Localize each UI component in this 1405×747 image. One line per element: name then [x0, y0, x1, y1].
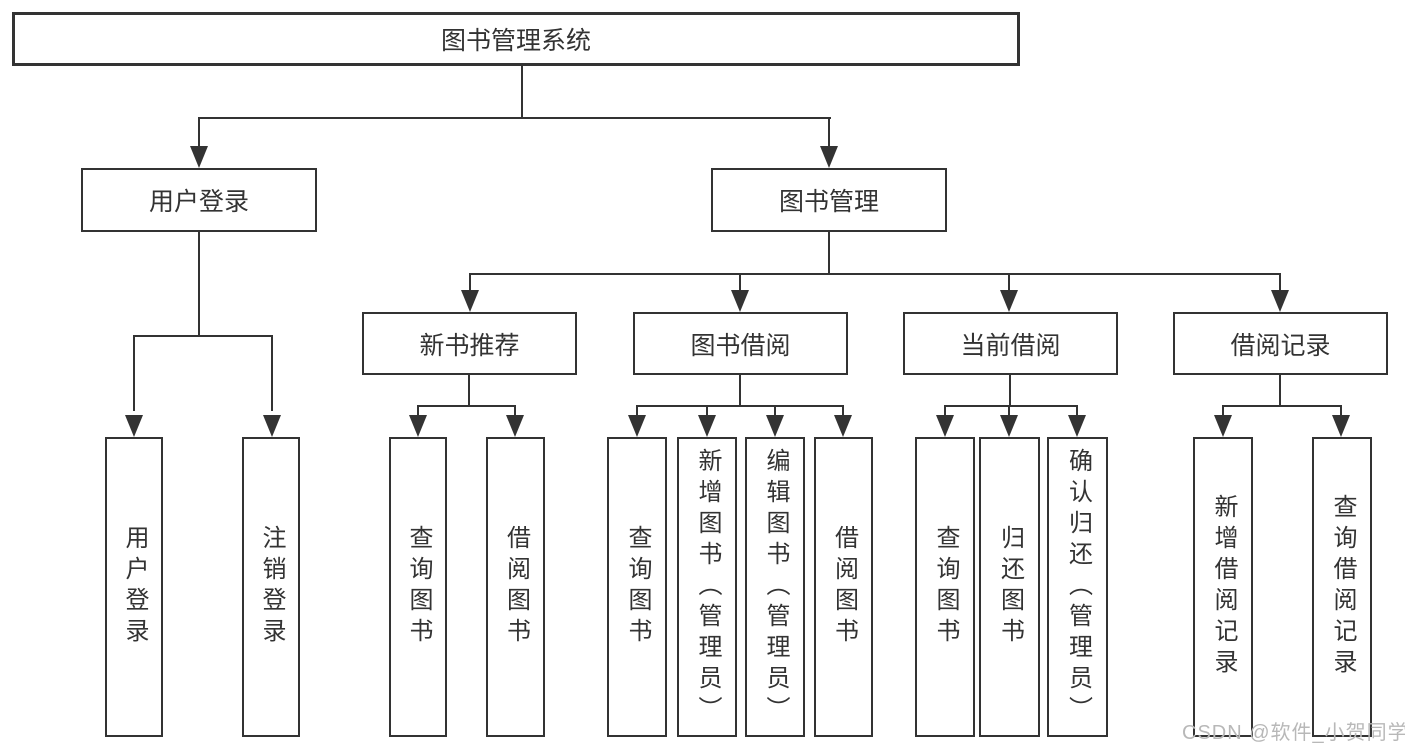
connector-line — [133, 335, 273, 337]
connector-line — [1279, 273, 1281, 295]
leaf-borrow-books: 借阅图书 — [814, 437, 873, 737]
connector-line — [198, 117, 831, 119]
connector-line — [1279, 375, 1281, 407]
connector-line — [828, 232, 830, 275]
node-label: 归还图书 — [996, 525, 1024, 649]
leaf-query-borrow-record: 查询借阅记录 — [1312, 437, 1372, 737]
arrow-down-icon — [834, 415, 852, 437]
leaf-logout-login: 注销登录 — [242, 437, 300, 737]
arrow-down-icon — [936, 415, 954, 437]
arrow-down-icon — [1214, 415, 1232, 437]
node-label: 当前借阅 — [960, 331, 1061, 360]
connector-line — [944, 405, 946, 419]
connector-line — [271, 335, 273, 411]
node-label: 查询图书 — [624, 525, 651, 649]
node-new-book-recommendation: 新书推荐 — [362, 312, 577, 375]
arrow-down-icon — [1000, 290, 1018, 312]
node-label: 注销登录 — [258, 525, 285, 649]
connector-line — [1222, 405, 1342, 407]
connector-line — [706, 405, 708, 419]
node-label: 借阅记录 — [1230, 331, 1331, 360]
leaf-user-login: 用户登录 — [105, 437, 163, 737]
arrow-down-icon — [1000, 415, 1018, 437]
arrow-down-icon — [1271, 290, 1289, 312]
node-label: 借阅图书 — [502, 525, 530, 649]
connector-line — [521, 65, 523, 119]
connector-line — [1008, 273, 1010, 295]
connector-line — [1222, 405, 1224, 419]
connector-line — [469, 273, 1281, 275]
arrow-down-icon — [820, 146, 838, 168]
arrow-down-icon — [766, 415, 784, 437]
connector-line — [198, 117, 200, 149]
node-label: 新书推荐 — [419, 331, 520, 360]
connector-line — [1009, 375, 1011, 407]
connector-line — [828, 117, 830, 149]
connector-line — [842, 405, 844, 419]
leaf-edit-books-admin: 编辑图书（管理员） — [745, 437, 805, 737]
connector-line — [417, 405, 516, 407]
connector-line — [1076, 405, 1078, 419]
arrow-down-icon — [125, 415, 143, 437]
leaf-borrow-books-recommend: 借阅图书 — [486, 437, 545, 737]
leaf-add-books-admin: 新增图书（管理员） — [677, 437, 737, 737]
connector-line — [636, 405, 638, 419]
leaf-confirm-return-admin: 确认归还（管理员） — [1047, 437, 1108, 737]
arrow-down-icon — [1332, 415, 1350, 437]
connector-line — [774, 405, 776, 419]
connector-line — [739, 273, 741, 295]
node-label: 新增图书（管理员） — [694, 447, 721, 727]
arrow-down-icon — [698, 415, 716, 437]
leaf-query-books-current: 查询图书 — [915, 437, 975, 737]
node-current-borrowing: 当前借阅 — [903, 312, 1118, 375]
connector-line — [133, 335, 135, 411]
node-label: 编辑图书（管理员） — [762, 447, 789, 727]
arrow-down-icon — [1068, 415, 1086, 437]
csdn-watermark: CSDN @软件_小贺同学 — [1182, 722, 1405, 744]
connector-line — [636, 405, 844, 407]
node-book-borrowing: 图书借阅 — [633, 312, 848, 375]
connector-line — [1340, 405, 1342, 419]
node-library-management-system: 图书管理系统 — [12, 12, 1020, 66]
leaf-return-books: 归还图书 — [979, 437, 1040, 737]
connector-line — [739, 375, 741, 407]
arrow-down-icon — [506, 415, 524, 437]
arrow-down-icon — [263, 415, 281, 437]
node-label: 用户登录 — [121, 525, 148, 649]
node-label: 查询图书 — [405, 525, 432, 649]
node-label: 用户登录 — [148, 188, 249, 216]
node-label: 新增借阅记录 — [1210, 494, 1237, 680]
connector-line — [1008, 405, 1010, 419]
node-book-management: 图书管理 — [711, 168, 947, 232]
node-label: 图书借阅 — [690, 331, 791, 360]
node-label: 查询借阅记录 — [1329, 494, 1356, 680]
node-borrowing-records: 借阅记录 — [1173, 312, 1388, 375]
node-label: 确认归还（管理员） — [1064, 447, 1092, 727]
connector-line — [944, 405, 1078, 407]
leaf-query-books-recommend: 查询图书 — [389, 437, 447, 737]
node-label: 查询图书 — [932, 525, 959, 649]
arrow-down-icon — [461, 290, 479, 312]
connector-line — [198, 232, 200, 337]
arrow-down-icon — [628, 415, 646, 437]
node-label: 图书管理 — [778, 188, 879, 216]
leaf-add-borrow-record: 新增借阅记录 — [1193, 437, 1253, 737]
arrow-down-icon — [409, 415, 427, 437]
connector-line — [417, 405, 419, 419]
connector-line — [468, 375, 470, 407]
leaf-query-books-borrowing: 查询图书 — [607, 437, 667, 737]
node-label: 图书管理系统 — [440, 27, 591, 55]
arrow-down-icon — [731, 290, 749, 312]
connector-line — [469, 273, 471, 295]
connector-line — [514, 405, 516, 419]
node-user-login: 用户登录 — [81, 168, 317, 232]
arrow-down-icon — [190, 146, 208, 168]
node-label: 借阅图书 — [830, 525, 858, 649]
